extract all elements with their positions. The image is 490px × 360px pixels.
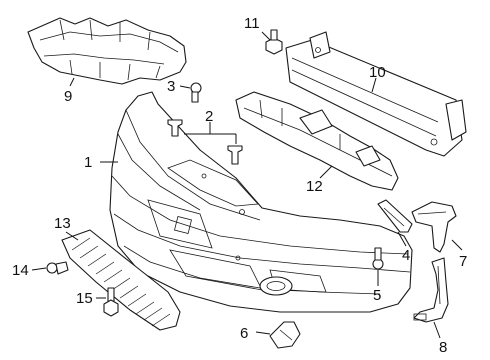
- leader-lines: [31, 31, 463, 339]
- part-10-reinforcement-beam: [285, 31, 467, 157]
- fastener-2-clip-a: [167, 119, 183, 137]
- fastener-3-screw: [190, 82, 202, 103]
- callout-10: 10: [369, 64, 386, 81]
- part-1-bumper-fascia: [109, 91, 413, 313]
- fastener-15-bolt: [103, 287, 119, 317]
- part-7-side-bracket: [411, 201, 457, 253]
- part-13-lower-valance: [61, 229, 181, 331]
- callout-7: 7: [459, 253, 467, 270]
- part-8-lower-bracket: [413, 257, 449, 323]
- callout-8: 8: [439, 339, 447, 356]
- callout-1: 1: [84, 154, 92, 171]
- callout-11: 11: [244, 15, 260, 32]
- callout-15: 15: [76, 290, 93, 307]
- callout-6: 6: [240, 325, 248, 342]
- part-4-retainer-strip: [377, 199, 413, 233]
- fastener-2-clip-b: [227, 145, 243, 165]
- callout-13: 13: [54, 215, 71, 232]
- callout-9: 9: [64, 88, 72, 105]
- callout-5: 5: [373, 287, 381, 304]
- callout-3: 3: [167, 78, 175, 95]
- fastener-5-screw: [372, 247, 384, 270]
- callout-4: 4: [402, 247, 410, 264]
- fastener-14-clip: [46, 261, 69, 275]
- part-12-energy-absorber: [235, 91, 399, 191]
- fastener-11-bolt: [265, 29, 283, 55]
- callout-2: 2: [205, 108, 213, 125]
- part-9-upper-absorber: [27, 17, 187, 85]
- callout-14: 14: [12, 262, 29, 279]
- part-6-deflector: [269, 321, 301, 349]
- callout-12: 12: [306, 178, 323, 195]
